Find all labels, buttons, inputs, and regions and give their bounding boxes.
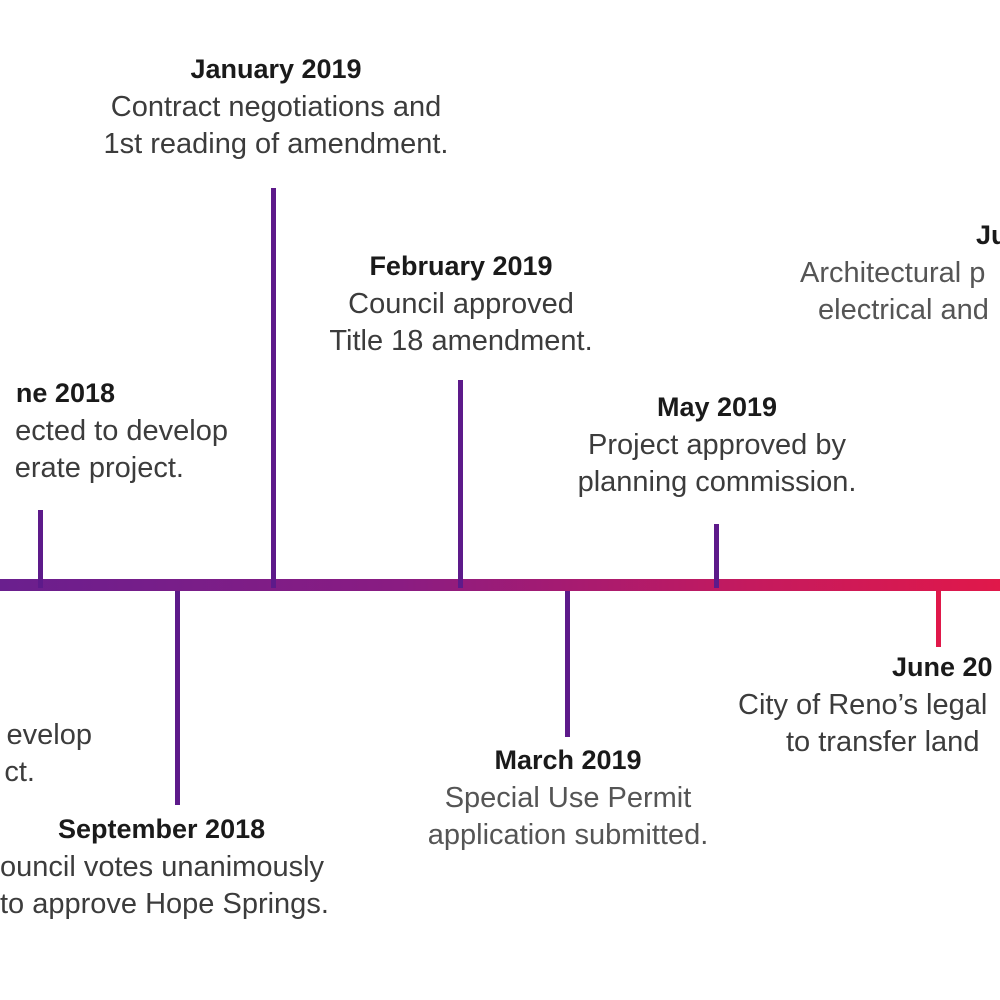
event-february-2019: February 2019 Council approved Title 18 … [241, 249, 681, 360]
event-desc-line: City of Reno’s legal [738, 688, 988, 721]
event-desc-line: Special Use Permit [444, 781, 692, 814]
tick-may-2019 [714, 524, 719, 588]
tick-june-2018 [38, 510, 43, 588]
event-desc-line: planning commission. [577, 465, 857, 498]
tick-september-2018 [175, 591, 180, 805]
event-date: June 20 [892, 652, 993, 682]
event-desc-line: Contract negotiations and [110, 90, 442, 123]
tick-june-2019 [936, 591, 941, 647]
event-desc-line: ouncil votes unanimously [0, 850, 325, 883]
event-date: ne 2018 [15, 378, 115, 408]
event-desc-line: to transfer land [786, 725, 980, 758]
event-desc-line: Architectural p [800, 256, 986, 289]
event-september-2018: September 2018 ouncil votes unanimously … [0, 812, 400, 923]
event-desc-line: Council approved [348, 287, 574, 320]
event-date: January 2019 [190, 54, 362, 84]
event-date: March 2019 [494, 745, 642, 775]
tick-january-2019 [271, 188, 276, 588]
timeline-axis [0, 579, 1000, 591]
event-desc-line: electrical and [818, 293, 989, 326]
event-date: Ju [976, 220, 1000, 250]
tick-march-2019 [565, 591, 570, 737]
event-march-2019: March 2019 Special Use Permit applicatio… [348, 743, 788, 854]
event-date: September 2018 [58, 814, 266, 844]
event-desc-line: to approve Hope Springs. [0, 887, 329, 920]
event-desc-line: erate project. [14, 451, 184, 484]
tick-february-2019 [458, 380, 463, 588]
event-desc-line: Title 18 amendment. [329, 324, 593, 357]
event-desc-line: ected to develop [15, 414, 228, 447]
event-july-2019: Ju Architectural p electrical and [800, 218, 1000, 329]
event-may-2019: May 2019 Project approved by planning co… [497, 390, 937, 501]
event-desc-line: application submitted. [427, 818, 709, 851]
event-desc-line: ct. [4, 756, 35, 789]
event-desc-line: 1st reading of amendment. [103, 127, 449, 160]
event-january-2019: January 2019 Contract negotiations and 1… [56, 52, 496, 163]
event-desc-line: Project approved by [588, 428, 846, 461]
event-desc-line: evelop [6, 719, 92, 751]
event-partial-left: evelop ct. [0, 717, 92, 791]
event-june-2019: June 20 City of Reno’s legal to transfer… [738, 650, 1000, 761]
event-june-2018: ne 2018 ected to develop erate project. [0, 376, 228, 487]
event-date: May 2019 [656, 392, 778, 422]
event-date: February 2019 [369, 251, 553, 281]
